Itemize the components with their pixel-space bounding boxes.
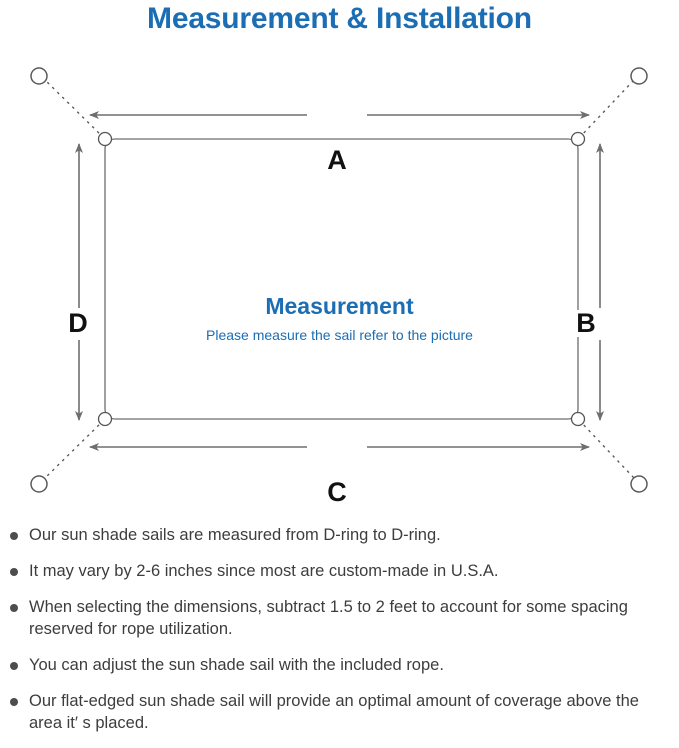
anchor-point-bottom-right bbox=[630, 475, 648, 493]
bullet-icon bbox=[10, 532, 18, 540]
bullet-icon bbox=[10, 568, 18, 576]
note-text: It may vary by 2-6 inches since most are… bbox=[29, 562, 499, 580]
anchor-point-top-left bbox=[30, 67, 48, 85]
dimension-label-a: A bbox=[307, 147, 367, 174]
sail-body bbox=[104, 138, 579, 420]
note-text: You can adjust the sun shade sail with t… bbox=[29, 656, 444, 674]
bullet-icon bbox=[10, 604, 18, 612]
rope-bottom-right bbox=[578, 419, 635, 479]
rope-bottom-left bbox=[44, 419, 105, 479]
d-ring-top-left bbox=[97, 131, 113, 147]
bullet-icon bbox=[10, 662, 18, 670]
anchor-point-bottom-left bbox=[30, 475, 48, 493]
dimension-label-c: C bbox=[307, 479, 367, 506]
rope-top-right bbox=[578, 79, 635, 139]
note-text: Our flat-edged sun shade sail will provi… bbox=[29, 692, 639, 732]
d-ring-top-right bbox=[570, 131, 586, 147]
page-title: Measurement & Installation bbox=[147, 2, 532, 35]
list-item: Our sun shade sails are measured from D-… bbox=[0, 524, 679, 546]
list-item: You can adjust the sun shade sail with t… bbox=[0, 654, 679, 676]
list-item: Our flat-edged sun shade sail will provi… bbox=[0, 690, 679, 734]
bullet-icon bbox=[10, 698, 18, 706]
dimension-label-b: B bbox=[566, 310, 606, 337]
notes-list: Our sun shade sails are measured from D-… bbox=[0, 524, 679, 748]
d-ring-bottom-right bbox=[570, 411, 586, 427]
rope-top-left bbox=[44, 79, 105, 139]
sail-measurement-sublabel: Please measure the sail refer to the pic… bbox=[206, 327, 473, 343]
sail-measurement-label: Measurement bbox=[265, 293, 414, 319]
list-item: When selecting the dimensions, subtract … bbox=[0, 596, 679, 640]
sail-diagram: Measurement Please measure the sail refe… bbox=[0, 48, 679, 518]
dimension-label-d: D bbox=[58, 310, 98, 337]
sail-diagram-svg bbox=[30, 67, 648, 493]
anchor-point-top-right bbox=[630, 67, 648, 85]
d-ring-bottom-left bbox=[97, 411, 113, 427]
note-text: When selecting the dimensions, subtract … bbox=[29, 598, 628, 638]
list-item: It may vary by 2-6 inches since most are… bbox=[0, 560, 679, 582]
note-text: Our sun shade sails are measured from D-… bbox=[29, 526, 441, 544]
